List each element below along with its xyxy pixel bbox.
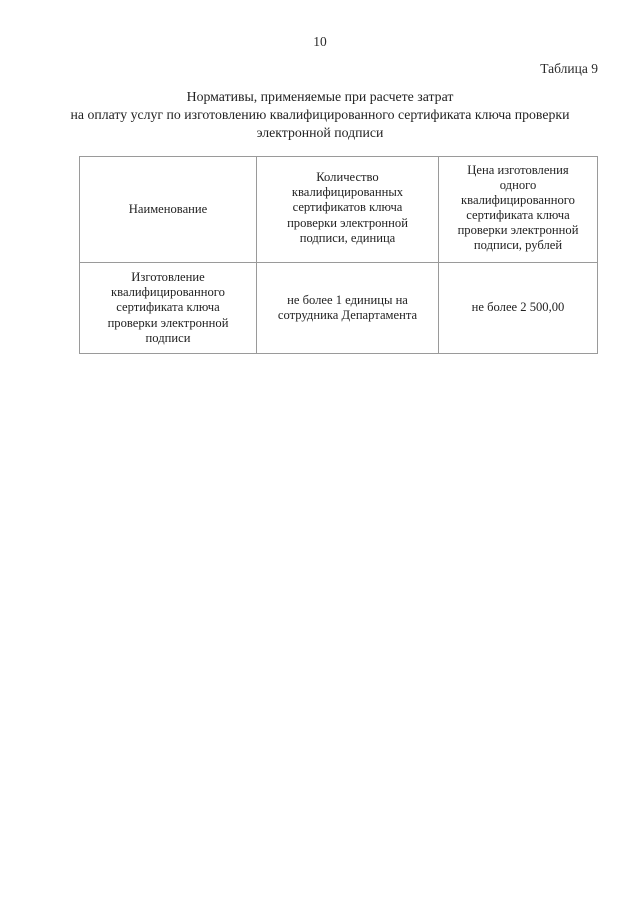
cell-name-line-2: квалифицированного <box>111 285 225 300</box>
page-title-line-2: на оплату услуг по изготовлению квалифиц… <box>70 107 570 123</box>
norms-table-container: Наименование Количество квалифицированны… <box>79 156 598 354</box>
cell-price-line-1: не более 2 500,00 <box>471 300 565 315</box>
page-title-line-3: электронной подписи <box>256 125 384 141</box>
table-header-cell-name: Наименование <box>79 156 257 263</box>
table-row: Изготовление квалифицированного сертифик… <box>79 262 598 354</box>
norms-table: Наименование Количество квалифицированны… <box>79 156 598 354</box>
header-quantity-line-2: квалифицированных <box>291 185 404 200</box>
table-cell-price: не более 2 500,00 <box>438 262 598 354</box>
header-price-line-3: квалифицированного <box>461 192 575 207</box>
table-cell-name: Изготовление квалифицированного сертифик… <box>79 262 257 354</box>
header-quantity-line-3: сертификатов ключа <box>292 200 403 215</box>
page-number: 10 <box>313 34 327 49</box>
table-cell-quantity: не более 1 единицы на сотрудника Департа… <box>256 262 439 354</box>
table-header-cell-price: Цена изготовления одного квалифицированн… <box>438 156 598 263</box>
table-header-cell-quantity: Количество квалифицированных сертификато… <box>256 156 439 263</box>
header-price-line-2: одного <box>499 177 537 192</box>
cell-name-line-5: подписи <box>145 330 191 345</box>
cell-quantity-line-1: не более 1 единицы на <box>287 292 408 307</box>
header-quantity-line-4: проверки электронной <box>287 215 408 230</box>
page-title: Нормативы, применяемые при расчете затра… <box>42 88 598 143</box>
page-title-line-1: Нормативы, применяемые при расчете затра… <box>186 89 454 104</box>
header-price-line-6: подписи, рублей <box>473 238 563 253</box>
cell-name-line-4: проверки электронной <box>107 315 229 330</box>
table-number-label: Таблица 9 <box>540 61 598 76</box>
header-price-line-4: сертификата ключа <box>466 208 570 222</box>
cell-name-line-1: Изготовление <box>131 270 205 285</box>
table-header-row: Наименование Количество квалифицированны… <box>79 156 598 263</box>
cell-name-line-3: сертификата ключа <box>116 300 220 315</box>
header-quantity-line-5: подписи, единица <box>299 230 396 245</box>
header-price-line-1: Цена изготовления <box>467 162 569 177</box>
header-name-line-1: Наименование <box>128 201 208 216</box>
header-quantity-line-1: Количество <box>316 170 379 185</box>
header-price-line-5: проверки электронной <box>457 223 579 238</box>
cell-quantity-line-2: сотрудника Департамента <box>277 308 418 322</box>
